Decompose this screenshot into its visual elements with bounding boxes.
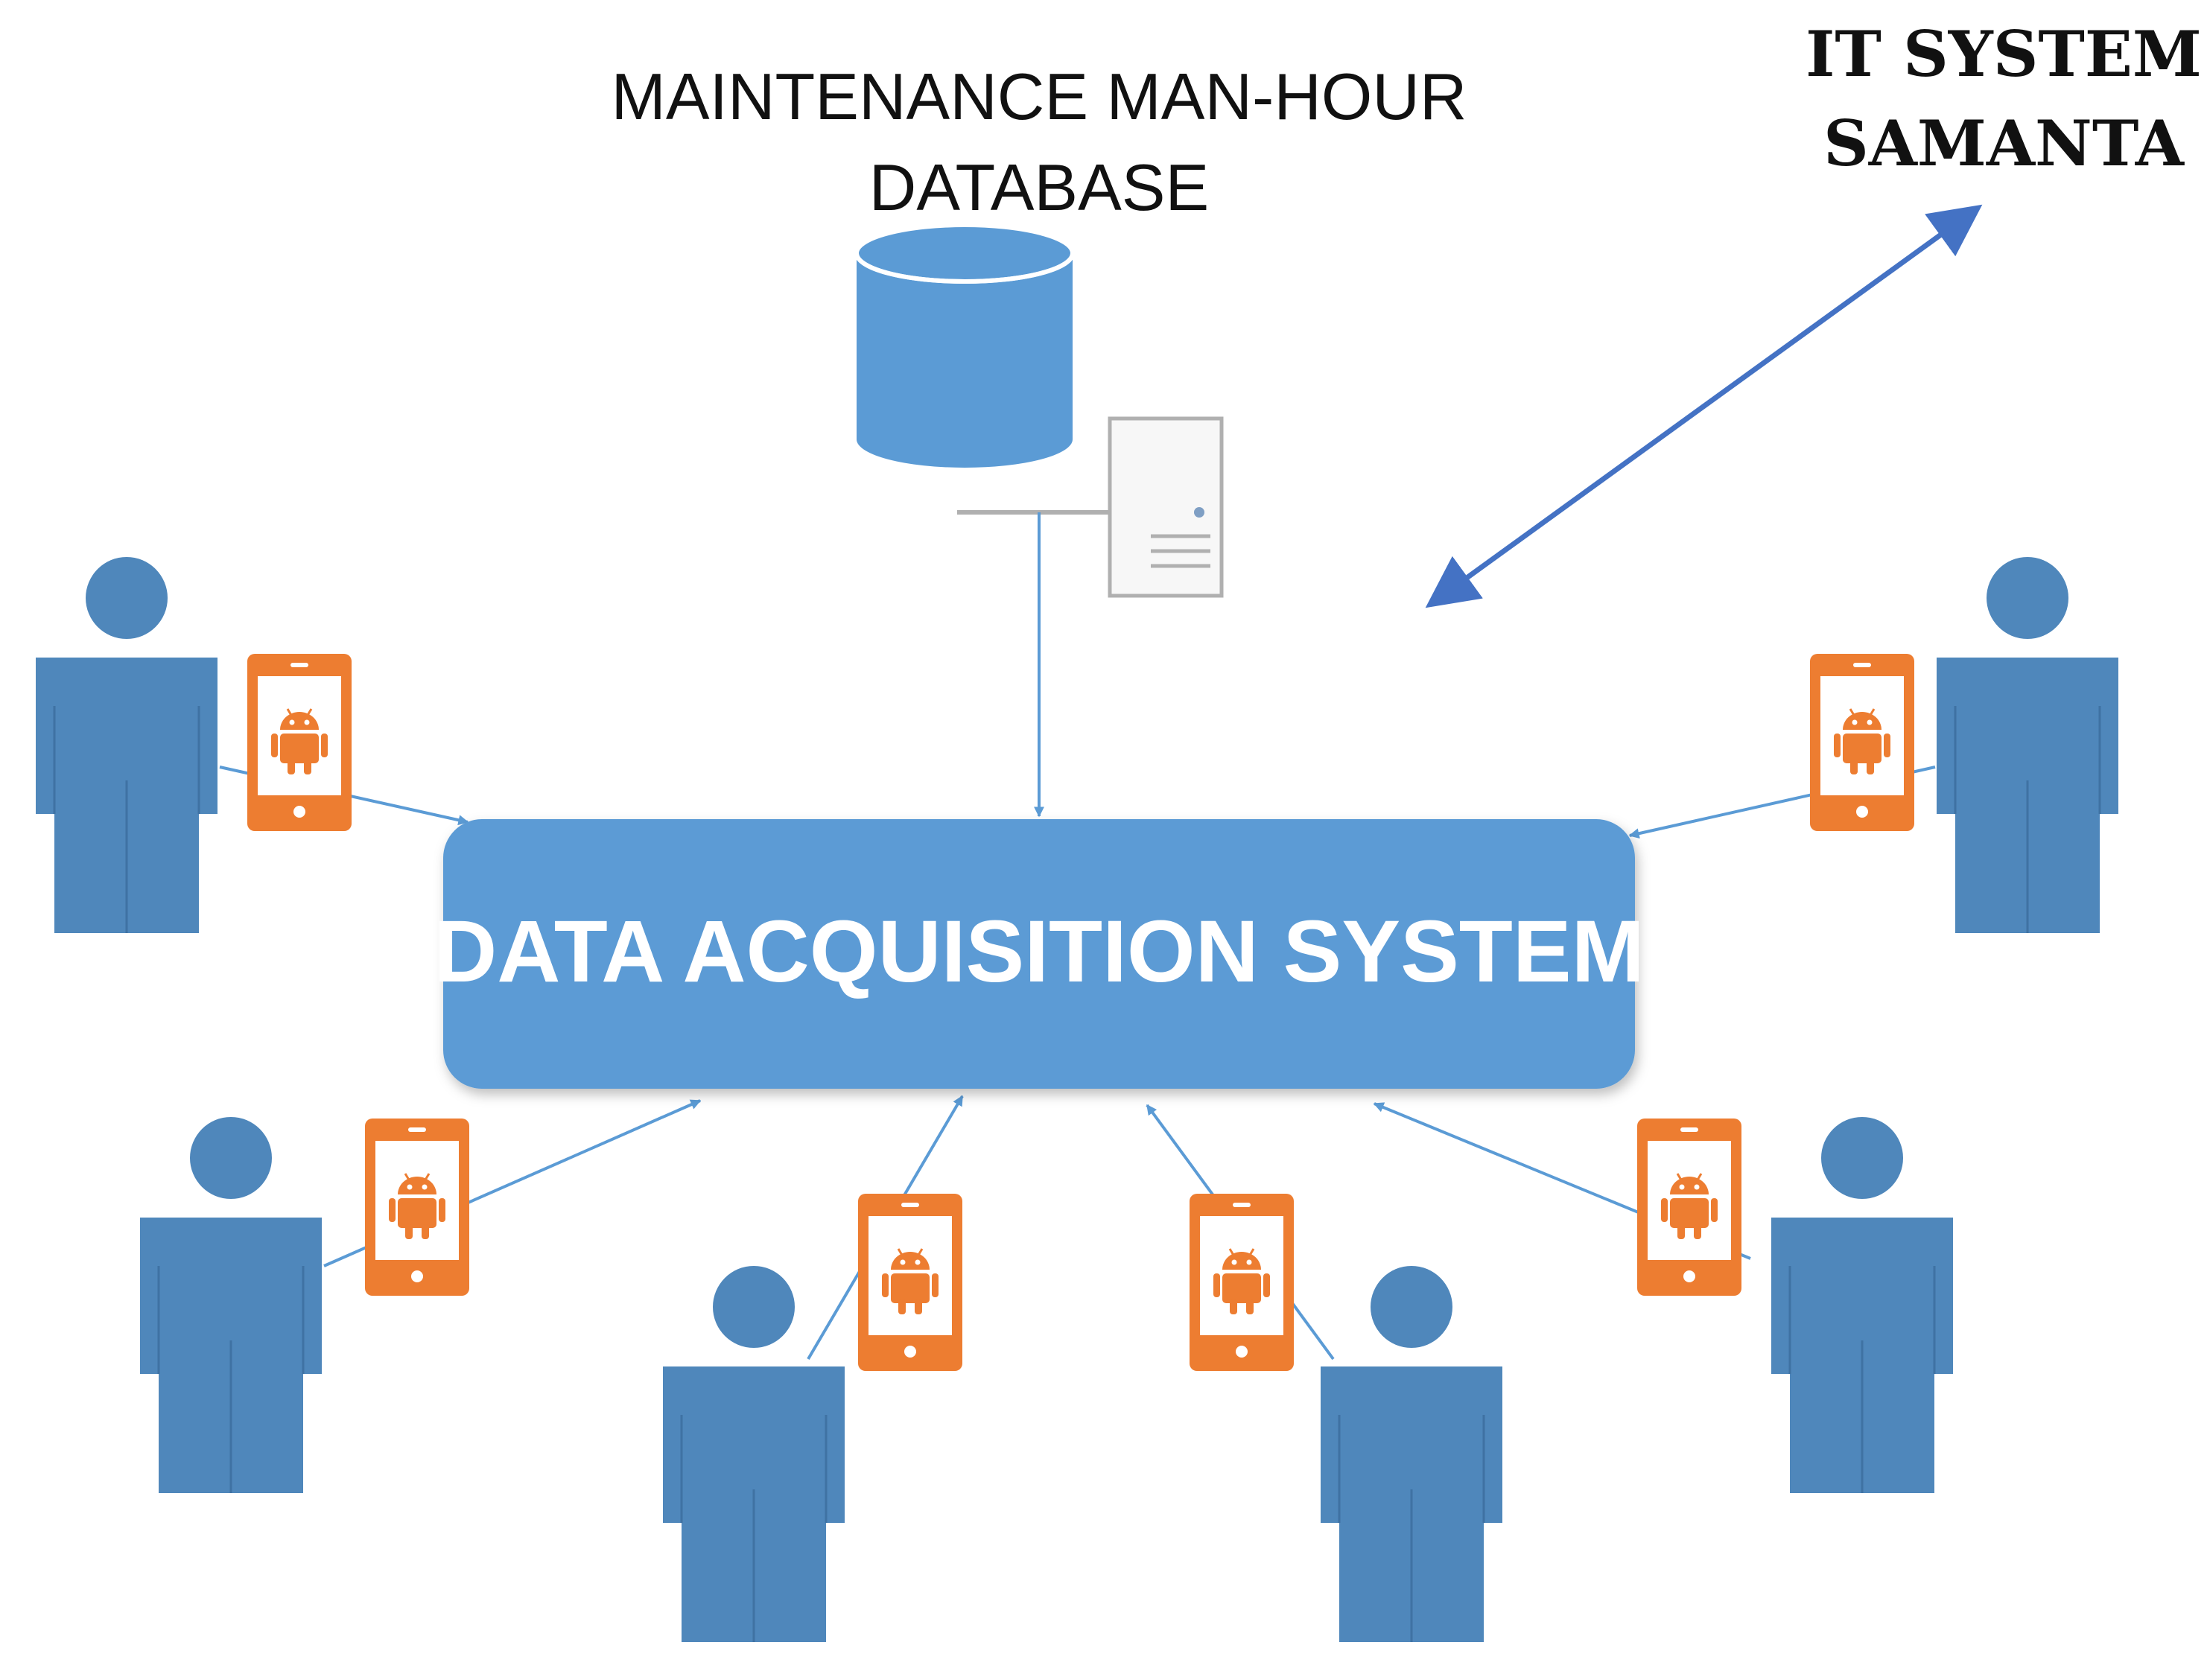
- database-label-line2: DATABASE: [869, 150, 1209, 224]
- person-icon-bottom-mid-left: [663, 1266, 845, 1642]
- android-icon: [1661, 1173, 1718, 1239]
- person-icon-bottom-far-left: [140, 1117, 322, 1493]
- it-system-label-line2: SAMANTA: [1823, 106, 2185, 180]
- android-icon: [271, 708, 328, 774]
- android-icon: [389, 1173, 445, 1239]
- android-icon: [1834, 708, 1890, 774]
- android-phone-icon-top-right: [1810, 654, 1914, 831]
- person-icon-bottom-mid-right: [1321, 1266, 1502, 1642]
- database-icon: [854, 223, 1075, 468]
- data-acquisition-system-label: DATA ACQUISITION SYSTEM: [434, 903, 1645, 1001]
- person-icon-top-left: [36, 557, 217, 933]
- server-icon: [957, 416, 1224, 598]
- android-icon: [882, 1248, 939, 1314]
- it-system-label-line1: IT SYSTEM: [1806, 17, 2202, 91]
- person-icon-top-right: [1937, 557, 2118, 933]
- android-phone-icon-bottom-mid-left: [858, 1194, 962, 1371]
- android-phone-icon-bottom-far-right: [1637, 1119, 1741, 1296]
- phones: [247, 654, 1914, 1371]
- android-icon: [1213, 1248, 1270, 1314]
- android-phone-icon-top-left: [247, 654, 352, 831]
- persons: [36, 557, 2118, 1642]
- database-label-line1: MAINTENANCE MAN-HOUR: [612, 60, 1467, 133]
- data-acquisition-system-box: DATA ACQUISITION SYSTEM: [434, 819, 1645, 1089]
- android-phone-icon-bottom-far-left: [365, 1119, 469, 1296]
- person-icon-bottom-far-right: [1771, 1117, 1953, 1493]
- it-system-bidirectional-arrow: [1425, 204, 1983, 608]
- android-phone-icon-bottom-mid-right: [1190, 1194, 1294, 1371]
